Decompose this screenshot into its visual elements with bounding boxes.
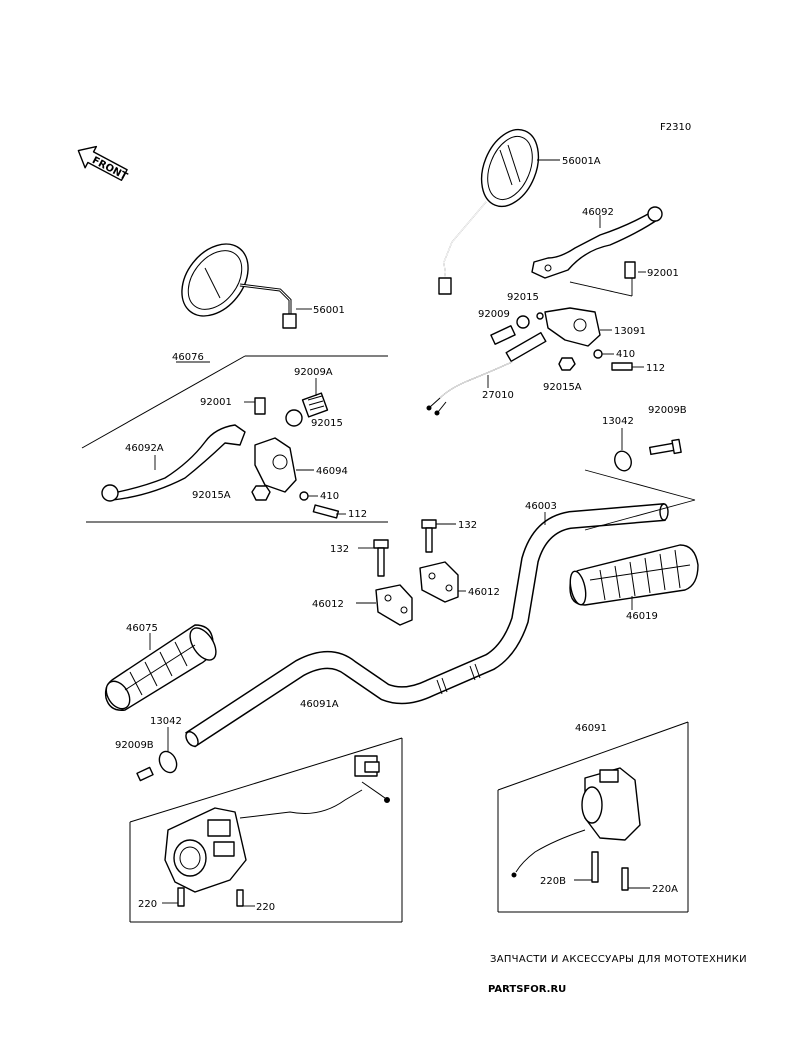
callout-56001A: 56001A	[562, 156, 601, 167]
callout-92001-right: 92001	[647, 268, 679, 279]
callout-92015-right: 92015	[507, 292, 539, 303]
connector-left	[354, 755, 390, 803]
bar-end-weight-left	[158, 750, 178, 774]
callout-410-right: 410	[616, 349, 635, 360]
callout-46091: 46091	[575, 723, 607, 734]
callout-46094: 46094	[316, 466, 348, 477]
screw-220-a	[177, 887, 185, 907]
callout-13042-right: 13042	[602, 416, 634, 427]
callout-132-a: 132	[330, 544, 349, 555]
callout-92009B-left: 92009B	[115, 740, 154, 751]
screw-220-b	[236, 889, 244, 907]
bolt-132-b	[421, 519, 437, 553]
switch-cable-27010	[426, 331, 547, 416]
front-arrow-icon: FRONT	[77, 145, 129, 183]
callout-220-b: 220	[256, 902, 275, 913]
callout-13091: 13091	[614, 326, 646, 337]
callout-labels: 56001A 46092 92001 56001 92015 92009 130…	[115, 156, 687, 913]
lever-holder-right	[536, 307, 601, 347]
callout-220B: 220B	[540, 876, 566, 887]
handlebar	[185, 503, 669, 748]
diagram-code: F2310	[660, 122, 691, 133]
screw-92009B-left	[136, 766, 154, 782]
callout-46019: 46019	[626, 611, 658, 622]
callout-92009A: 92009A	[294, 367, 333, 378]
adjuster-92009-right	[490, 315, 530, 345]
callout-46012-a: 46012	[312, 599, 344, 610]
clamp-46012-b	[419, 561, 459, 603]
callout-46091A: 46091A	[300, 699, 339, 710]
watermark-caption: ЗАПЧАСТИ И АКСЕССУАРЫ ДЛЯ МОТОТЕХНИКИ	[490, 954, 747, 965]
callout-410-left: 410	[320, 491, 339, 502]
bar-end-weight-right	[614, 450, 632, 472]
callout-112-left: 112	[348, 509, 367, 520]
pin-92001-right	[624, 261, 636, 279]
callout-46012-b: 46012	[468, 587, 500, 598]
bolt-112-left	[312, 504, 340, 519]
grip-left	[104, 624, 217, 711]
nut-92015-left	[285, 409, 303, 427]
bolt-132-a	[373, 539, 389, 577]
callout-92015A-left: 92015A	[192, 490, 231, 501]
callout-112-right: 112	[646, 363, 665, 374]
screw-92009B-right	[648, 438, 682, 456]
callout-92009B-right: 92009B	[648, 405, 687, 416]
lever-holder-left	[254, 437, 297, 493]
washer-410-left	[299, 491, 309, 501]
callout-92015A-right: 92015A	[543, 382, 582, 393]
clamp-46012-a	[375, 584, 413, 626]
clutch-lever-left	[101, 424, 246, 502]
callout-220-a: 220	[138, 899, 157, 910]
mirror-left	[181, 243, 297, 329]
callout-46003: 46003	[525, 501, 557, 512]
callout-46092: 46092	[582, 207, 614, 218]
washer-410-right	[593, 349, 603, 359]
callout-46075: 46075	[126, 623, 158, 634]
callout-92015-left: 92015	[311, 418, 343, 429]
callout-46092A: 46092A	[125, 443, 164, 454]
brake-lever-right	[531, 206, 663, 279]
nut-92015A-left	[251, 485, 271, 501]
front-label: FRONT	[90, 155, 129, 183]
switch-housing-left	[164, 789, 363, 893]
callout-13042-left: 13042	[150, 716, 182, 727]
pin-92001-left	[254, 397, 266, 415]
callout-46076: 46076	[172, 352, 204, 363]
callout-56001: 56001	[313, 305, 345, 316]
callout-92009-right: 92009	[478, 309, 510, 320]
grip-right	[569, 544, 699, 606]
nut-92015A-right	[558, 357, 576, 371]
callout-132-b: 132	[458, 520, 477, 531]
screw-220A	[621, 867, 629, 891]
adjuster-92009A	[301, 392, 329, 418]
callout-92001-left: 92001	[200, 397, 232, 408]
callout-220A: 220A	[652, 884, 678, 895]
watermark-logo: PARTSFOR.RU	[488, 984, 566, 995]
callout-27010: 27010	[482, 390, 514, 401]
bolt-112-right	[611, 362, 633, 371]
mirror-right	[438, 128, 540, 295]
switch-housing-right	[511, 767, 641, 878]
screw-220B	[591, 851, 599, 883]
